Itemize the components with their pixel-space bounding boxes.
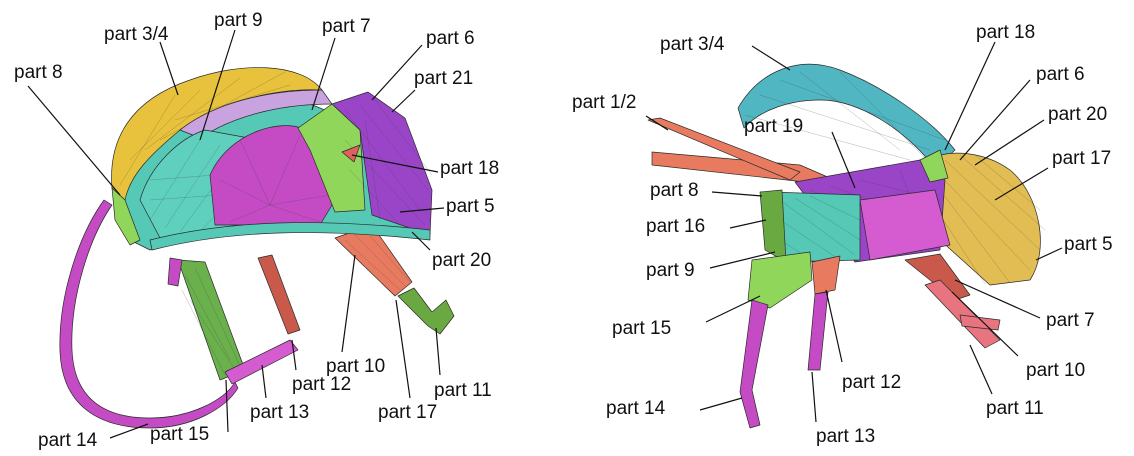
label-right-part-20: part 20 [1048,104,1107,125]
label-right-part-12: part 12 [842,372,901,393]
left-insect-model [60,68,454,428]
label-left-part-9: part 9 [214,10,263,31]
label-left-part-20: part 20 [432,250,491,271]
label-left-part-3-4: part 3/4 [104,24,169,45]
label-left-part-14: part 14 [38,430,98,451]
part-11-shape [398,288,454,334]
part-12-leg [812,256,840,294]
label-left-part-12: part 12 [292,374,351,395]
label-left-part-13: part 13 [250,402,309,423]
label-left-part-6: part 6 [426,28,475,49]
label-right-part-13: part 13 [816,426,875,447]
part-14-leg [740,300,768,428]
label-right-part-10: part 10 [1026,360,1085,381]
label-right-part-6: part 6 [1036,64,1085,85]
label-right-part-8: part 8 [650,180,699,201]
label-right-part-15: part 15 [612,318,671,339]
part-15-shape [178,260,245,380]
label-right-part-14: part 14 [606,398,666,419]
label-left-part-18: part 18 [440,158,499,179]
label-right-part-16: part 16 [646,216,705,237]
part-15-leg [748,252,812,308]
label-left-part-15: part 15 [150,424,209,445]
label-left-part-17: part 17 [378,402,437,423]
label-right-part-7: part 7 [1046,310,1095,331]
label-right-part-11: part 11 [986,398,1044,419]
label-left-part-21: part 21 [414,68,473,89]
label-right-part-19: part 19 [744,116,803,137]
label-right-part-17: part 17 [1052,148,1111,169]
label-left-part-7: part 7 [322,16,371,37]
label-right-part-9: part 9 [646,260,695,281]
label-right-part-18: part 18 [976,22,1035,43]
label-left-part-11: part 11 [434,380,492,401]
label-right-part-3-4: part 3/4 [660,34,725,55]
part-13-leg [808,292,828,370]
part-12-shape [258,255,300,334]
part-8-box [760,190,786,262]
label-right-part-5: part 5 [1064,234,1113,255]
label-left-part-5: part 5 [446,196,495,217]
label-left-part-8: part 8 [14,62,63,83]
label-right-part-1-2: part 1/2 [572,92,636,113]
